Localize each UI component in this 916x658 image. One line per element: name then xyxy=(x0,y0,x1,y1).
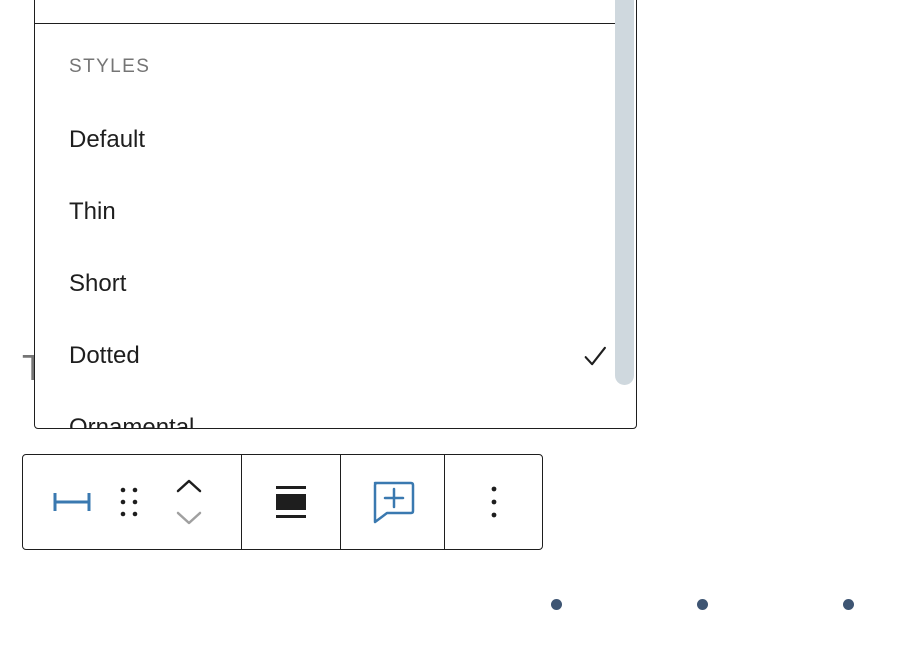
check-icon xyxy=(584,346,606,366)
style-option-ornamental[interactable]: Ornamental xyxy=(69,403,609,429)
style-option-default[interactable]: Default xyxy=(69,115,609,165)
toolbar-group-block xyxy=(23,455,241,549)
popover-scrollbar[interactable] xyxy=(615,0,634,385)
align-wide-icon xyxy=(276,486,306,518)
block-mover xyxy=(169,462,209,542)
more-options-button[interactable] xyxy=(469,472,519,532)
pagination-dot xyxy=(697,599,708,610)
styles-popover: Styles Default Thin Short Dotted Ornamen… xyxy=(34,0,637,429)
style-option-thin[interactable]: Thin xyxy=(69,187,609,237)
more-vertical-icon xyxy=(491,486,496,518)
separator-block-button[interactable] xyxy=(43,472,101,532)
toolbar-group-comment xyxy=(340,455,444,549)
style-option-dotted[interactable]: Dotted xyxy=(69,331,609,381)
separator-block-icon xyxy=(53,493,91,511)
chevron-down-icon xyxy=(176,511,202,525)
style-option-label: Default xyxy=(69,126,146,153)
style-option-label: Thin xyxy=(69,198,116,225)
move-down-button[interactable] xyxy=(169,502,209,534)
move-up-button[interactable] xyxy=(169,470,209,502)
align-button[interactable] xyxy=(261,472,321,532)
drag-handle-icon xyxy=(120,487,138,517)
popover-divider xyxy=(35,23,617,24)
add-comment-button[interactable] xyxy=(363,472,423,532)
add-comment-icon xyxy=(373,481,414,524)
chevron-up-icon xyxy=(176,479,202,493)
pagination-dot xyxy=(843,599,854,610)
toolbar-group-options xyxy=(444,455,542,549)
style-option-label: Ornamental xyxy=(69,414,195,429)
drag-handle-button[interactable] xyxy=(109,472,149,532)
toolbar-group-align xyxy=(241,455,340,549)
pagination-dot xyxy=(551,599,562,610)
style-option-short[interactable]: Short xyxy=(69,259,609,309)
style-option-label: Short xyxy=(69,270,127,297)
styles-heading: Styles xyxy=(69,56,151,77)
block-toolbar xyxy=(22,454,543,550)
style-option-label: Dotted xyxy=(69,342,140,369)
